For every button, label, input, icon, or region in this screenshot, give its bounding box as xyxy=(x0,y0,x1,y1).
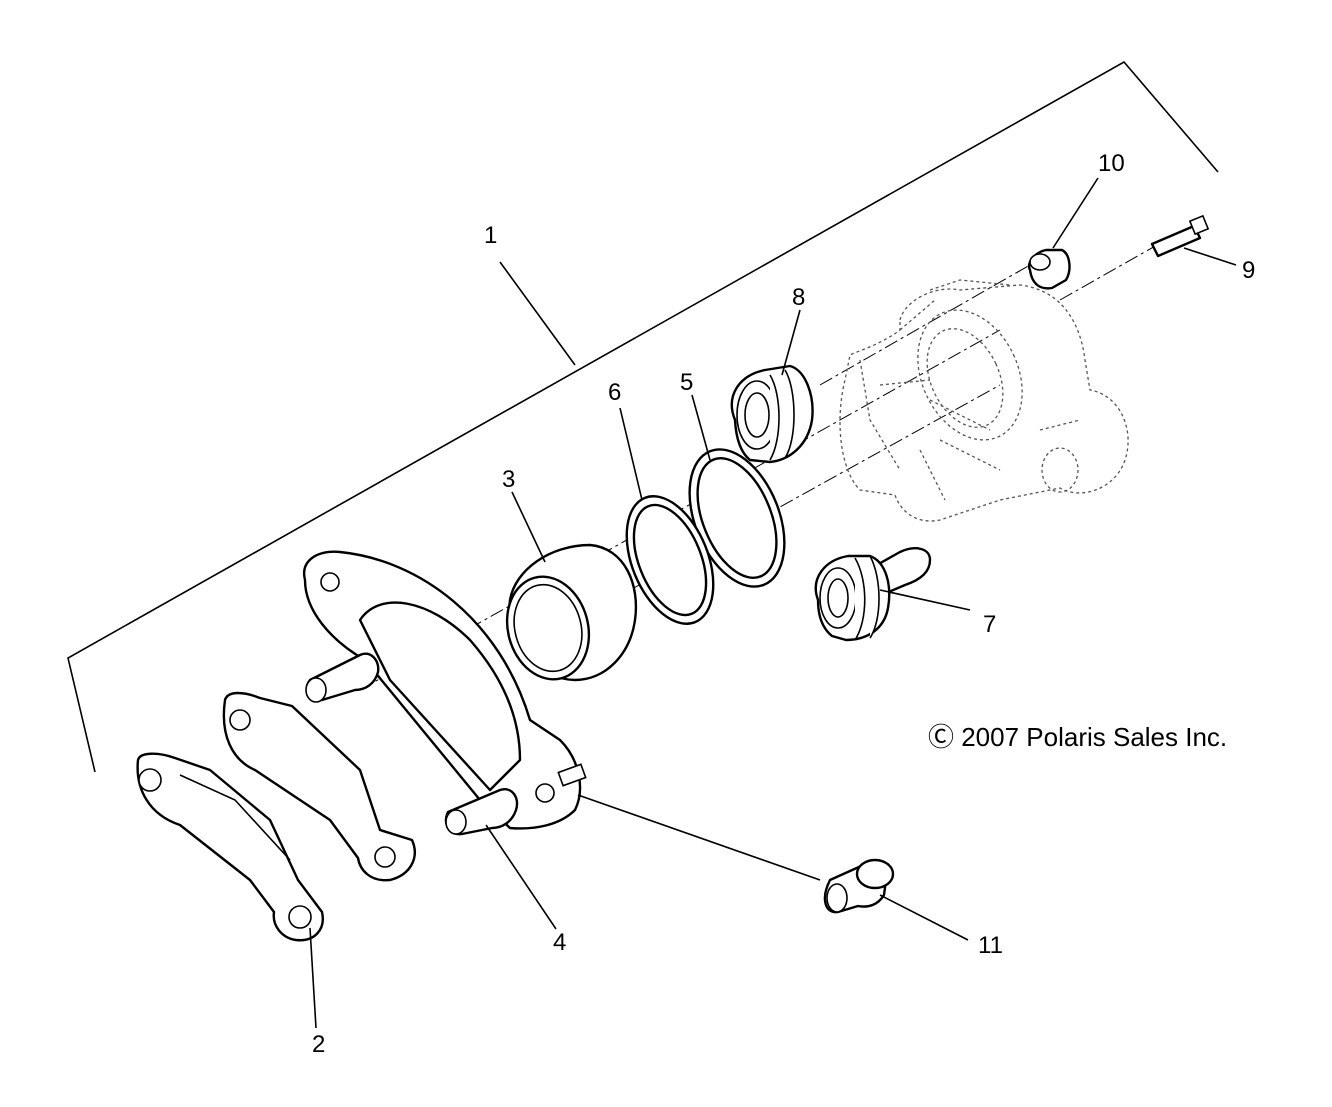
callout-5: 5 xyxy=(680,369,693,396)
square-seal xyxy=(688,448,786,588)
copyright-notice: Ⓒ 2007 Polaris Sales Inc. xyxy=(928,722,1227,752)
bleeder-screw xyxy=(1150,214,1210,258)
callout-7: 7 xyxy=(983,611,996,638)
callout-4: 4 xyxy=(553,929,566,956)
caliper-housing xyxy=(839,279,1129,522)
callout-labels: 1 2 3 4 5 6 7 8 9 10 11 xyxy=(312,150,1255,1058)
callout-11: 11 xyxy=(978,932,1003,959)
boot-upper xyxy=(730,364,814,464)
brake-pads xyxy=(136,691,416,942)
caliper-bracket xyxy=(302,550,587,836)
guide-pin-with-boot xyxy=(814,547,932,642)
callout-2: 2 xyxy=(312,1031,325,1058)
callout-3: 3 xyxy=(502,466,515,493)
assembly-bracket xyxy=(67,60,1219,773)
piston xyxy=(505,543,638,682)
callout-9: 9 xyxy=(1242,257,1255,284)
callout-1: 1 xyxy=(484,222,497,249)
bleeder-cap xyxy=(1027,248,1071,290)
dust-seal xyxy=(625,495,715,625)
callout-8: 8 xyxy=(792,284,805,311)
callout-6: 6 xyxy=(608,379,621,406)
leader-lines xyxy=(309,177,1237,1029)
callout-10: 10 xyxy=(1098,150,1125,177)
mounting-bolt xyxy=(823,858,895,914)
